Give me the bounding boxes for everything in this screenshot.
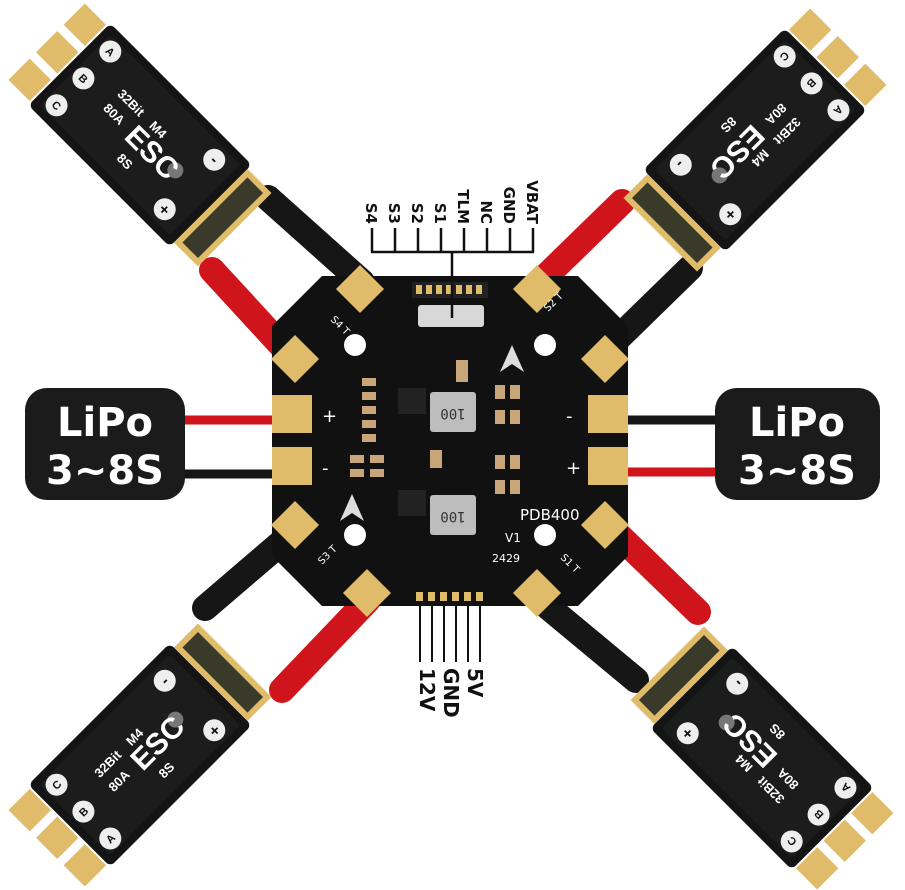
lipo-cells: 3~8S bbox=[738, 448, 856, 494]
red-wire bbox=[269, 587, 381, 703]
esc-top-right: A B C + - 32Bit 80A ESC M4 8S bbox=[619, 5, 890, 276]
bottom-pin-callout bbox=[419, 601, 481, 662]
board-model: PDB400 bbox=[520, 506, 580, 524]
black-wire bbox=[523, 584, 649, 693]
lipo-cells: 3~8S bbox=[46, 448, 164, 494]
plus-label: + bbox=[566, 458, 581, 479]
pin-label-s1: S1 bbox=[431, 203, 449, 224]
inductor-label: 100 bbox=[440, 405, 465, 421]
header-pin-labels: S4 S3 S2 S1 TLM NC GND VBAT bbox=[362, 180, 541, 224]
wires bbox=[175, 185, 727, 703]
direction-arrow-icon bbox=[340, 494, 364, 521]
direction-arrow-icon bbox=[500, 345, 524, 372]
black-wire bbox=[255, 185, 375, 295]
esc-bottom-left: C B A - + 32Bit 80A ESC M4 8S bbox=[5, 619, 276, 890]
minus-label: - bbox=[322, 458, 329, 479]
pin-label-gnd: GND bbox=[500, 187, 518, 224]
esc-bottom-right: C B A + - 32Bit 80A ESC M4 8S bbox=[626, 622, 897, 890]
red-wire bbox=[527, 189, 635, 295]
pin-label-gnd: GND bbox=[439, 668, 463, 718]
lipo-left: LiPo 3~8S bbox=[25, 388, 185, 500]
lipo-label: LiPo bbox=[749, 400, 845, 446]
pin-label-s3: S3 bbox=[385, 203, 403, 224]
pin-label-12v: 12V bbox=[415, 668, 439, 712]
pin-label-s4: S4 bbox=[362, 203, 380, 224]
plus-label: + bbox=[322, 406, 337, 427]
bottom-pin-labels: 12V GND 5V bbox=[415, 668, 487, 718]
esc-top-left: A B C - + 32Bit 80A ESC M4 8S bbox=[5, 0, 276, 271]
pin-label-vbat: VBAT bbox=[523, 180, 541, 224]
inductor bbox=[430, 495, 476, 535]
lipo-label: LiPo bbox=[57, 400, 153, 446]
header-pin-callout bbox=[370, 228, 535, 318]
board-date-code: 2429 bbox=[492, 552, 520, 565]
pin-label-nc: NC bbox=[477, 200, 495, 224]
board-version: V1 bbox=[505, 531, 521, 545]
inductor-label: 100 bbox=[440, 508, 465, 524]
pin-label-tlm: TLM bbox=[454, 189, 472, 224]
lipo-right: LiPo 3~8S bbox=[715, 388, 880, 500]
inductor bbox=[430, 392, 476, 432]
pdb-board: 100 100 PDB400 V1 2429 + - - + S4 T S2 T… bbox=[270, 264, 630, 618]
pin-label-s2: S2 bbox=[408, 203, 426, 224]
pin-label-5v: 5V bbox=[463, 668, 487, 698]
minus-label: - bbox=[566, 406, 573, 427]
